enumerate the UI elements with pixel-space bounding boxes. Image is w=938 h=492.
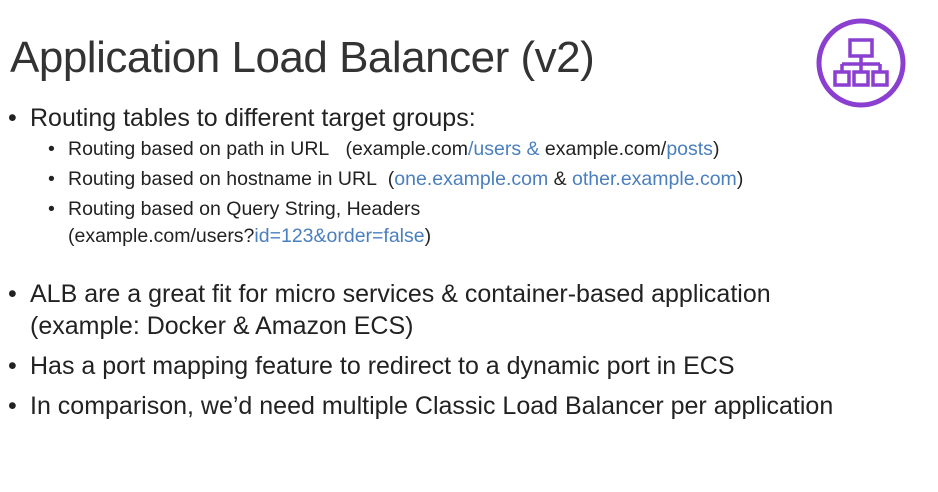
text-line: (example: Docker & Amazon ECS): [30, 312, 414, 340]
sub-list-item: • Routing based on hostname in URL (one.…: [48, 166, 928, 193]
bullet-dot: •: [8, 104, 17, 132]
list-item: • In comparison, we’d need multiple Clas…: [8, 390, 928, 422]
bullet-text: Has a port mapping feature to redirect t…: [30, 352, 735, 380]
hierarchy-network-icon: [816, 18, 906, 108]
bullet-dot: •: [8, 280, 17, 308]
bullet-dot: •: [48, 138, 55, 160]
bullet-text: In comparison, we’d need multiple Classi…: [30, 392, 834, 420]
text-segment: example.com/: [539, 138, 667, 160]
text-line: Routing based on Query String, Headers: [68, 198, 421, 220]
bullet-text: Routing based on path in URL (example.co…: [68, 136, 719, 163]
highlight-segment: /users &: [467, 138, 540, 160]
bullet-text: Routing tables to different target group…: [30, 104, 476, 132]
text-segment: ): [424, 225, 432, 247]
slide-title: Application Load Balancer (v2): [10, 33, 595, 82]
list-item: • Routing tables to different target gro…: [8, 102, 928, 134]
sub-list-item: • Routing based on path in URL (example.…: [48, 136, 928, 163]
bullet-text: ALB are a great fit for micro services &…: [30, 278, 771, 342]
bullet-dot: •: [48, 168, 55, 190]
text-line: ALB are a great fit for micro services &…: [30, 280, 771, 308]
text-segment: ): [736, 168, 744, 190]
list-item: • Has a port mapping feature to redirect…: [8, 350, 928, 382]
bullet-text: Routing based on hostname in URL (one.ex…: [68, 166, 743, 193]
bullet-dot: •: [8, 352, 17, 380]
bullet-dot: •: [48, 198, 55, 220]
highlight-segment: other.example.com: [572, 168, 737, 190]
highlight-segment: id=123&order=false: [254, 225, 425, 247]
text-segment: &: [548, 168, 573, 190]
text-segment: Routing based on path in URL (example.co…: [68, 138, 468, 160]
highlight-segment: posts: [666, 138, 713, 160]
text-line: (example.com/users?id=123&order=false): [68, 223, 431, 250]
highlight-segment: one.example.com: [394, 168, 549, 190]
text-segment: ): [712, 138, 720, 160]
text-segment: Routing based on hostname in URL (: [68, 168, 395, 190]
text-segment: (example.com/users?: [68, 225, 255, 247]
bullet-text: Routing based on Query String, Headers (…: [68, 196, 431, 250]
bullet-dot: •: [8, 392, 17, 420]
bullet-list: • Routing tables to different target gro…: [8, 102, 928, 422]
sub-list-item: • Routing based on Query String, Headers…: [48, 196, 928, 250]
list-item: • ALB are a great fit for micro services…: [8, 278, 928, 342]
